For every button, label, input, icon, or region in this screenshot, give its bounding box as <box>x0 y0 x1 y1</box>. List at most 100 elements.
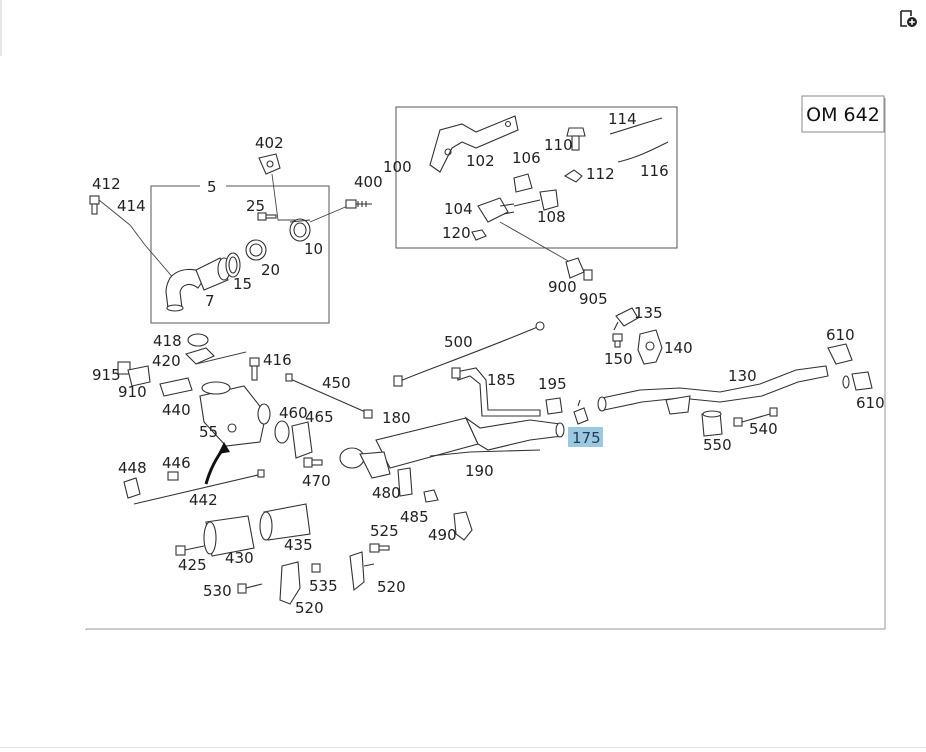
label-418[interactable]: 418 <box>153 332 182 350</box>
label-535[interactable]: 535 <box>309 577 338 595</box>
label-465[interactable]: 465 <box>305 408 334 426</box>
part-915-sensor[interactable] <box>117 361 131 375</box>
label-195[interactable]: 195 <box>538 375 567 393</box>
part-420-flange[interactable] <box>184 347 215 365</box>
label-116[interactable]: 116 <box>640 162 669 180</box>
label-490[interactable]: 490 <box>428 526 457 544</box>
label-470[interactable]: 470 <box>302 472 331 490</box>
add-note-icon[interactable] <box>898 8 920 30</box>
part-catalyst-cone[interactable] <box>195 257 231 291</box>
part-190-pipe[interactable] <box>429 449 541 457</box>
label-425[interactable]: 425 <box>178 556 207 574</box>
part-485-bolt[interactable] <box>423 489 439 503</box>
label-106[interactable]: 106 <box>512 149 541 167</box>
part-425-bolt[interactable] <box>175 545 205 556</box>
part-900-sensor[interactable] <box>565 257 585 279</box>
label-530[interactable]: 530 <box>203 582 232 600</box>
part-25-bolt[interactable] <box>257 212 277 221</box>
label-905[interactable]: 905 <box>579 290 608 308</box>
part-185-pipe[interactable] <box>451 367 541 417</box>
part-120-nut[interactable] <box>471 229 487 241</box>
label-175[interactable]: 175 <box>572 429 601 447</box>
label-460[interactable]: 460 <box>279 404 308 422</box>
part-465-flange[interactable] <box>291 421 313 459</box>
label-610-rear[interactable]: 610 <box>856 394 885 412</box>
part-550-damper[interactable] <box>701 410 723 437</box>
part-530-bolt[interactable] <box>237 583 263 594</box>
label-485[interactable]: 485 <box>400 508 429 526</box>
part-610-clamp-rear[interactable] <box>842 371 873 391</box>
label-104[interactable]: 104 <box>444 200 473 218</box>
part-55-oxidation-catalyst[interactable] <box>199 381 271 447</box>
label-416[interactable]: 416 <box>263 351 292 369</box>
label-15[interactable]: 15 <box>233 275 252 293</box>
part-435-heat-shield[interactable] <box>259 503 311 541</box>
label-180[interactable]: 180 <box>382 409 411 427</box>
part-460-gasket[interactable] <box>274 420 290 444</box>
part-114-hose[interactable] <box>609 117 663 135</box>
label-140[interactable]: 140 <box>664 339 693 357</box>
label-100[interactable]: 100 <box>383 158 412 176</box>
part-400-stud[interactable] <box>345 199 372 209</box>
part-440-probe[interactable] <box>159 377 193 397</box>
label-442[interactable]: 442 <box>189 491 218 509</box>
part-106-sensor-holder[interactable] <box>513 173 533 193</box>
label-430[interactable]: 430 <box>225 549 254 567</box>
part-430-heat-shield[interactable] <box>203 515 255 557</box>
label-550[interactable]: 550 <box>703 436 732 454</box>
label-520-left[interactable]: 520 <box>295 599 324 617</box>
part-470-bolt[interactable] <box>303 457 323 468</box>
label-450[interactable]: 450 <box>322 374 351 392</box>
label-5[interactable]: 5 <box>207 178 217 196</box>
part-500-sensor-line[interactable] <box>393 321 545 387</box>
label-400[interactable]: 400 <box>354 173 383 191</box>
label-55[interactable]: 55 <box>199 423 218 441</box>
part-412-bolt[interactable] <box>89 195 100 215</box>
label-110[interactable]: 110 <box>544 136 573 154</box>
label-480[interactable]: 480 <box>372 484 401 502</box>
label-448[interactable]: 448 <box>118 459 147 477</box>
part-inlet-flange[interactable] <box>339 447 391 479</box>
label-10[interactable]: 10 <box>304 240 323 258</box>
label-150[interactable]: 150 <box>604 350 633 368</box>
label-525[interactable]: 525 <box>370 522 399 540</box>
label-520-right[interactable]: 520 <box>377 578 406 596</box>
label-435[interactable]: 435 <box>284 536 313 554</box>
label-135[interactable]: 135 <box>634 304 663 322</box>
part-480-bracket[interactable] <box>397 467 413 497</box>
label-412[interactable]: 412 <box>92 175 121 193</box>
part-140-rubber-mount[interactable] <box>637 329 663 365</box>
label-102[interactable]: 102 <box>466 152 495 170</box>
part-104-pressure-sensor[interactable] <box>477 197 515 223</box>
part-418-gasket[interactable] <box>187 333 209 347</box>
part-110-bolt[interactable] <box>566 127 586 151</box>
part-490-bracket[interactable] <box>453 511 473 541</box>
part-20-clamp[interactable] <box>245 239 267 261</box>
label-7[interactable]: 7 <box>205 292 215 310</box>
label-185[interactable]: 185 <box>487 371 516 389</box>
part-102-bracket[interactable] <box>429 115 519 173</box>
part-450-sensor-line[interactable] <box>285 373 373 419</box>
part-442-sensor-line[interactable] <box>133 469 265 505</box>
label-108[interactable]: 108 <box>537 208 566 226</box>
part-535-nut[interactable] <box>311 563 321 573</box>
part-525-bolt[interactable] <box>369 543 390 553</box>
label-900[interactable]: 900 <box>548 278 577 296</box>
part-150-screw[interactable] <box>612 333 623 348</box>
part-910-holder[interactable] <box>127 365 151 387</box>
part-116-hose[interactable] <box>617 141 669 163</box>
label-25[interactable]: 25 <box>246 197 265 215</box>
part-540-bolt[interactable] <box>733 407 778 427</box>
part-610-clamp-front[interactable] <box>827 343 853 365</box>
part-402-gasket[interactable] <box>258 153 281 175</box>
part-520-bracket-right[interactable] <box>349 551 375 592</box>
label-414[interactable]: 414 <box>117 197 146 215</box>
label-540[interactable]: 540 <box>749 420 778 438</box>
part-108-clamp[interactable] <box>513 189 559 211</box>
part-10-flange[interactable] <box>289 218 311 242</box>
part-dpf-body[interactable] <box>375 416 565 469</box>
part-905-hose-end[interactable] <box>583 269 593 281</box>
label-915[interactable]: 915 <box>92 366 121 384</box>
label-420[interactable]: 420 <box>152 352 181 370</box>
label-114[interactable]: 114 <box>608 110 637 128</box>
